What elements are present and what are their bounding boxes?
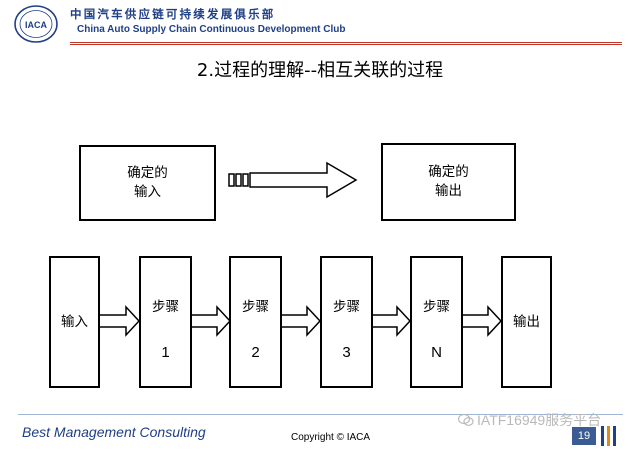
top-arrow: [228, 161, 358, 199]
page-number: 19: [572, 427, 596, 445]
org-name-en: China Auto Supply Chain Continuous Devel…: [77, 24, 346, 35]
defined-input-line2: 输入: [134, 184, 161, 200]
flow-output-box: 输出: [501, 256, 552, 388]
iaca-logo: IACA: [14, 5, 58, 43]
step-n-number: N: [431, 344, 442, 361]
arrow-step1-step2: [190, 305, 232, 337]
arrow-stepN-output: [461, 305, 503, 337]
defined-output-line2: 输出: [435, 183, 462, 199]
arrow-step3-stepN: [371, 305, 412, 337]
logo-text: IACA: [25, 20, 47, 30]
defined-input-line1: 确定的: [127, 165, 168, 181]
header-divider: [70, 42, 622, 43]
footer-divider: [18, 414, 623, 415]
step-1-label: 步骤: [152, 299, 179, 315]
company-name: Best Management Consulting: [22, 424, 206, 440]
step-2-box: 步骤 2: [229, 256, 282, 388]
defined-output-box: 确定的 输出: [381, 143, 516, 221]
wechat-icon: [458, 413, 474, 426]
header-divider-secondary: [70, 44, 622, 45]
defined-output-line1: 确定的: [428, 164, 469, 180]
arrow-step2-step3: [280, 305, 322, 337]
watermark-text: IATF16949服务平台: [477, 412, 602, 428]
step-3-box: 步骤 3: [320, 256, 373, 388]
flow-input-box: 输入: [49, 256, 100, 388]
arrow-input-step1: [98, 305, 141, 337]
watermark: IATF16949服务平台: [458, 410, 601, 430]
step-n-box: 步骤 N: [410, 256, 463, 388]
flow-output-label: 输出: [513, 313, 540, 330]
defined-input-box: 确定的 输入: [79, 145, 216, 221]
step-1-box: 步骤 1: [139, 256, 192, 388]
flow-input-label: 输入: [61, 313, 88, 330]
copyright-text: Copyright © IACA: [291, 432, 371, 443]
step-3-label: 步骤: [333, 299, 360, 315]
step-3-number: 3: [342, 344, 351, 361]
step-2-number: 2: [251, 344, 260, 361]
decorative-bars-icon: [601, 426, 616, 446]
step-n-label: 步骤: [423, 299, 450, 315]
step-2-label: 步骤: [242, 299, 269, 315]
org-name-cn: 中国汽车供应链可持续发展俱乐部: [70, 7, 276, 21]
step-1-number: 1: [161, 344, 170, 361]
slide-title: 2.过程的理解--相互关联的过程: [196, 60, 444, 81]
